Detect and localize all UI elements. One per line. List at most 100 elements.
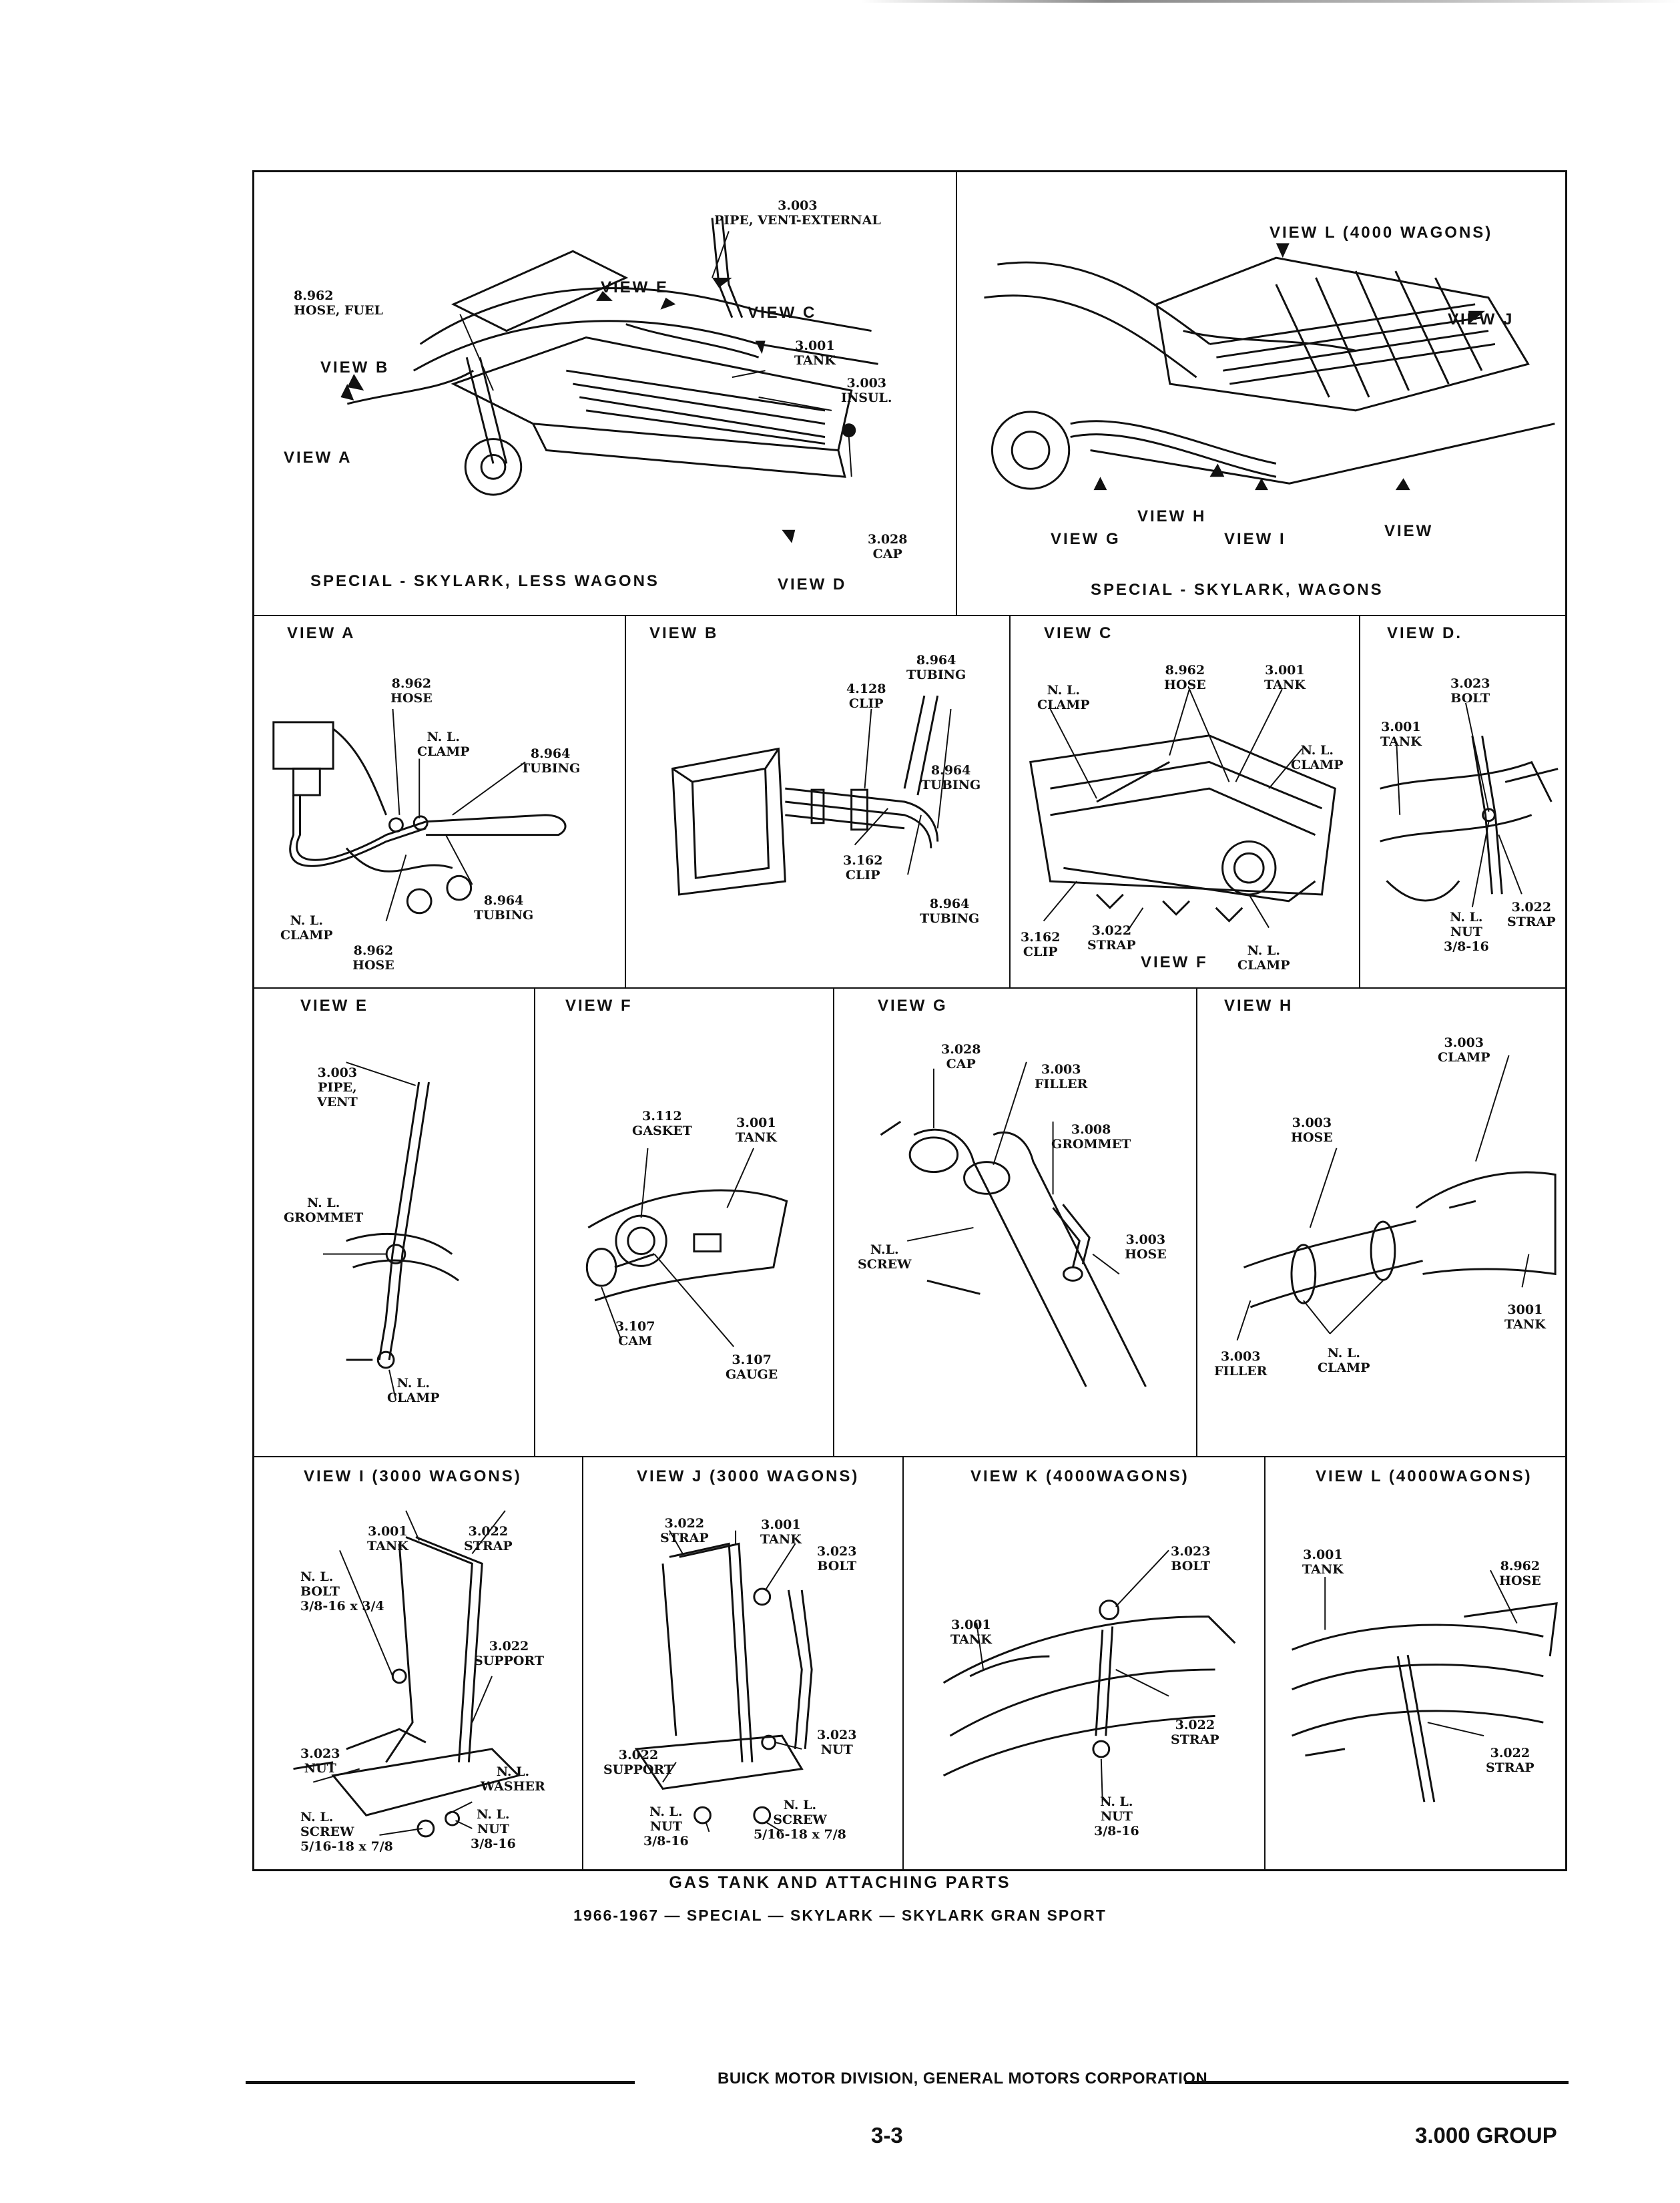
footer-publisher: BUICK MOTOR DIVISION, GENERAL MOTORS COR… xyxy=(718,2069,1208,2088)
label-tank: 3.001 TANK xyxy=(794,338,836,368)
panel-title-wagons: SPECIAL - SKYLARK, WAGONS xyxy=(1091,581,1384,599)
panel-view-b: VIEW B 8.964 TUBING 4.128 CLIP 8.964 TUB… xyxy=(625,615,1011,989)
view-f-label-1: 3.112 GASKET xyxy=(632,1109,692,1138)
view-i-title: VIEW I (3000 WAGONS) xyxy=(304,1467,522,1485)
view-g-illustration xyxy=(880,1061,1147,1387)
view-j-label-7: N. L. SCREW 5/16-18 x 7/8 xyxy=(754,1798,846,1842)
panel-special-skylark-less-wagons: 3.003 PIPE, VENT-EXTERNAL 8.962 HOSE, FU… xyxy=(252,170,957,616)
panel-view-l: VIEW L (4000WAGONS) 3.001 TANK 8.962 HOS… xyxy=(1264,1456,1567,1871)
label-view-h: VIEW H xyxy=(1137,507,1207,525)
view-a-label-4: 8.964 TUBING xyxy=(474,893,534,923)
view-a-illustration xyxy=(272,708,567,921)
view-e-title: VIEW E xyxy=(300,997,369,1015)
view-d-label-2: 3.001 TANK xyxy=(1380,720,1422,749)
chassis-illustration-wagons xyxy=(984,243,1555,491)
label-view-b: VIEW B xyxy=(320,358,390,377)
view-j-label-3: 3.023 BOLT xyxy=(817,1544,857,1573)
label-view-l-4000-wagons: VIEW L (4000 WAGONS) xyxy=(1270,224,1493,242)
panel-view-i: VIEW I (3000 WAGONS) 3.001 TANK 3.022 ST… xyxy=(252,1456,583,1871)
label-view-d: VIEW D xyxy=(778,575,847,593)
label-hose-fuel: 8.962 HOSE, FUEL xyxy=(294,288,383,318)
view-i-label-1: 3.001 TANK xyxy=(367,1524,408,1553)
view-e-label-2: N. L. GROMMET xyxy=(284,1196,364,1225)
view-i-label-3: N. L. BOLT 3/8-16 x 3/4 xyxy=(300,1569,384,1614)
label-view-g: VIEW G xyxy=(1051,530,1121,548)
view-e-illustration xyxy=(323,1061,459,1400)
view-f-illustration xyxy=(585,1148,788,1347)
view-a-label-6: 8.962 HOSE xyxy=(352,943,394,973)
view-d-label-3: N. L. NUT 3/8-16 xyxy=(1444,910,1489,954)
view-c-label-2: 8.962 HOSE xyxy=(1164,663,1206,692)
view-l-label-3: 3.022 STRAP xyxy=(1486,1746,1534,1775)
label-view-e: VIEW E xyxy=(601,278,669,296)
view-d-illustration xyxy=(1380,702,1559,908)
view-b-label-2: 4.128 CLIP xyxy=(846,682,886,711)
view-i-label-8: N. L. NUT 3/8-16 xyxy=(471,1807,516,1851)
view-b-title: VIEW B xyxy=(649,624,719,642)
panel-view-k: VIEW K (4000WAGONS) 3.023 BOLT 3.001 TAN… xyxy=(902,1456,1266,1871)
view-a-label-3: 8.964 TUBING xyxy=(521,746,581,776)
label-view: VIEW xyxy=(1384,522,1434,540)
view-c-label-3: 3.001 TANK xyxy=(1264,663,1306,692)
view-c-illustration xyxy=(1029,688,1336,929)
label-pipe-vent-external: 3.003 PIPE, VENT-EXTERNAL xyxy=(714,198,881,228)
label-insul: 3.003 INSUL. xyxy=(841,376,892,405)
view-h-label-1: 3.003 CLAMP xyxy=(1438,1035,1490,1065)
view-k-label-3: 3.022 STRAP xyxy=(1171,1718,1219,1747)
view-d-title: VIEW D. xyxy=(1387,624,1463,642)
view-c-label-5: 3.162 CLIP xyxy=(1021,930,1061,959)
view-k-illustration xyxy=(942,1549,1236,1802)
view-b-label-3: 8.964 TUBING xyxy=(921,763,981,792)
footer-group: 3.000 GROUP xyxy=(1415,2123,1557,2148)
view-c-label-6: 3.022 STRAP xyxy=(1087,923,1136,953)
view-h-label-2: 3.003 HOSE xyxy=(1291,1116,1333,1145)
view-a-label-2: N. L. CLAMP xyxy=(417,730,470,759)
view-i-label-7: N. L. SCREW 5/16-18 x 7/8 xyxy=(300,1810,393,1854)
view-k-label-2: 3.001 TANK xyxy=(950,1618,992,1647)
view-g-label-2: 3.003 FILLER xyxy=(1035,1062,1088,1091)
view-l-title: VIEW L (4000WAGONS) xyxy=(1316,1467,1532,1485)
view-l-label-2: 8.962 HOSE xyxy=(1499,1559,1541,1588)
view-c-label-1: N. L. CLAMP xyxy=(1037,683,1090,712)
footer-rule-right xyxy=(1185,2081,1569,2084)
view-k-label-4: N. L. NUT 3/8-16 xyxy=(1094,1794,1139,1839)
label-view-j: VIEW J xyxy=(1448,310,1514,328)
view-k-title: VIEW K (4000WAGONS) xyxy=(970,1467,1189,1485)
chassis-illustration-less-wagons xyxy=(340,218,878,543)
label-view-i: VIEW I xyxy=(1224,530,1286,548)
label-cap: 3.028 CAP xyxy=(868,532,908,561)
view-b-label-5: 8.964 TUBING xyxy=(920,897,980,926)
panel-title-less-wagons: SPECIAL - SKYLARK, LESS WAGONS xyxy=(310,572,659,590)
view-a-label-5: N. L. CLAMP xyxy=(280,913,333,943)
view-j-label-2: 3.001 TANK xyxy=(760,1517,802,1547)
view-c-label-view-f: VIEW F xyxy=(1141,953,1208,971)
view-g-label-3: 3.008 GROMMET xyxy=(1051,1122,1131,1152)
view-i-label-5: 3.023 NUT xyxy=(300,1746,340,1776)
view-h-label-4: 3.003 FILLER xyxy=(1214,1349,1268,1379)
view-d-label-4: 3.022 STRAP xyxy=(1507,900,1556,929)
view-g-label-5: 3.003 HOSE xyxy=(1125,1232,1167,1262)
scan-artifact-rule xyxy=(861,0,1680,3)
view-j-illustration xyxy=(634,1530,813,1832)
view-b-label-1: 8.964 TUBING xyxy=(906,653,966,682)
view-j-label-5: 3.022 SUPPORT xyxy=(603,1748,674,1777)
panel-view-d: VIEW D. 3.023 BOLT 3.001 TANK N. L. NUT … xyxy=(1359,615,1567,989)
view-i-label-6: N. L. WASHER xyxy=(481,1764,545,1794)
view-l-illustration xyxy=(1292,1569,1558,1802)
view-c-label-4: N. L. CLAMP xyxy=(1291,743,1344,772)
figure-caption-models: 1966-1967 — SPECIAL — SKYLARK — SKYLARK … xyxy=(573,1907,1107,1924)
view-g-label-4: N.L. SCREW xyxy=(858,1242,912,1272)
panel-view-f: VIEW F 3.112 GASKET 3.001 TANK 3.107 CAM… xyxy=(534,987,834,1457)
view-h-title: VIEW H xyxy=(1224,997,1294,1015)
panel-view-e: VIEW E 3.003 PIPE, VENT N. L. GROMMET N.… xyxy=(252,987,535,1457)
view-g-label-1: 3.028 CAP xyxy=(941,1042,981,1071)
view-h-label-5: N. L. CLAMP xyxy=(1318,1346,1370,1375)
view-l-label-1: 3.001 TANK xyxy=(1302,1547,1344,1577)
view-f-title: VIEW F xyxy=(565,997,633,1015)
view-i-label-2: 3.022 STRAP xyxy=(464,1524,513,1553)
view-i-label-4: 3.022 SUPPORT xyxy=(474,1639,545,1668)
view-a-title: VIEW A xyxy=(287,624,356,642)
view-j-label-6: N. L. NUT 3/8-16 xyxy=(643,1804,689,1849)
view-h-label-3: 3001 TANK xyxy=(1504,1302,1546,1332)
